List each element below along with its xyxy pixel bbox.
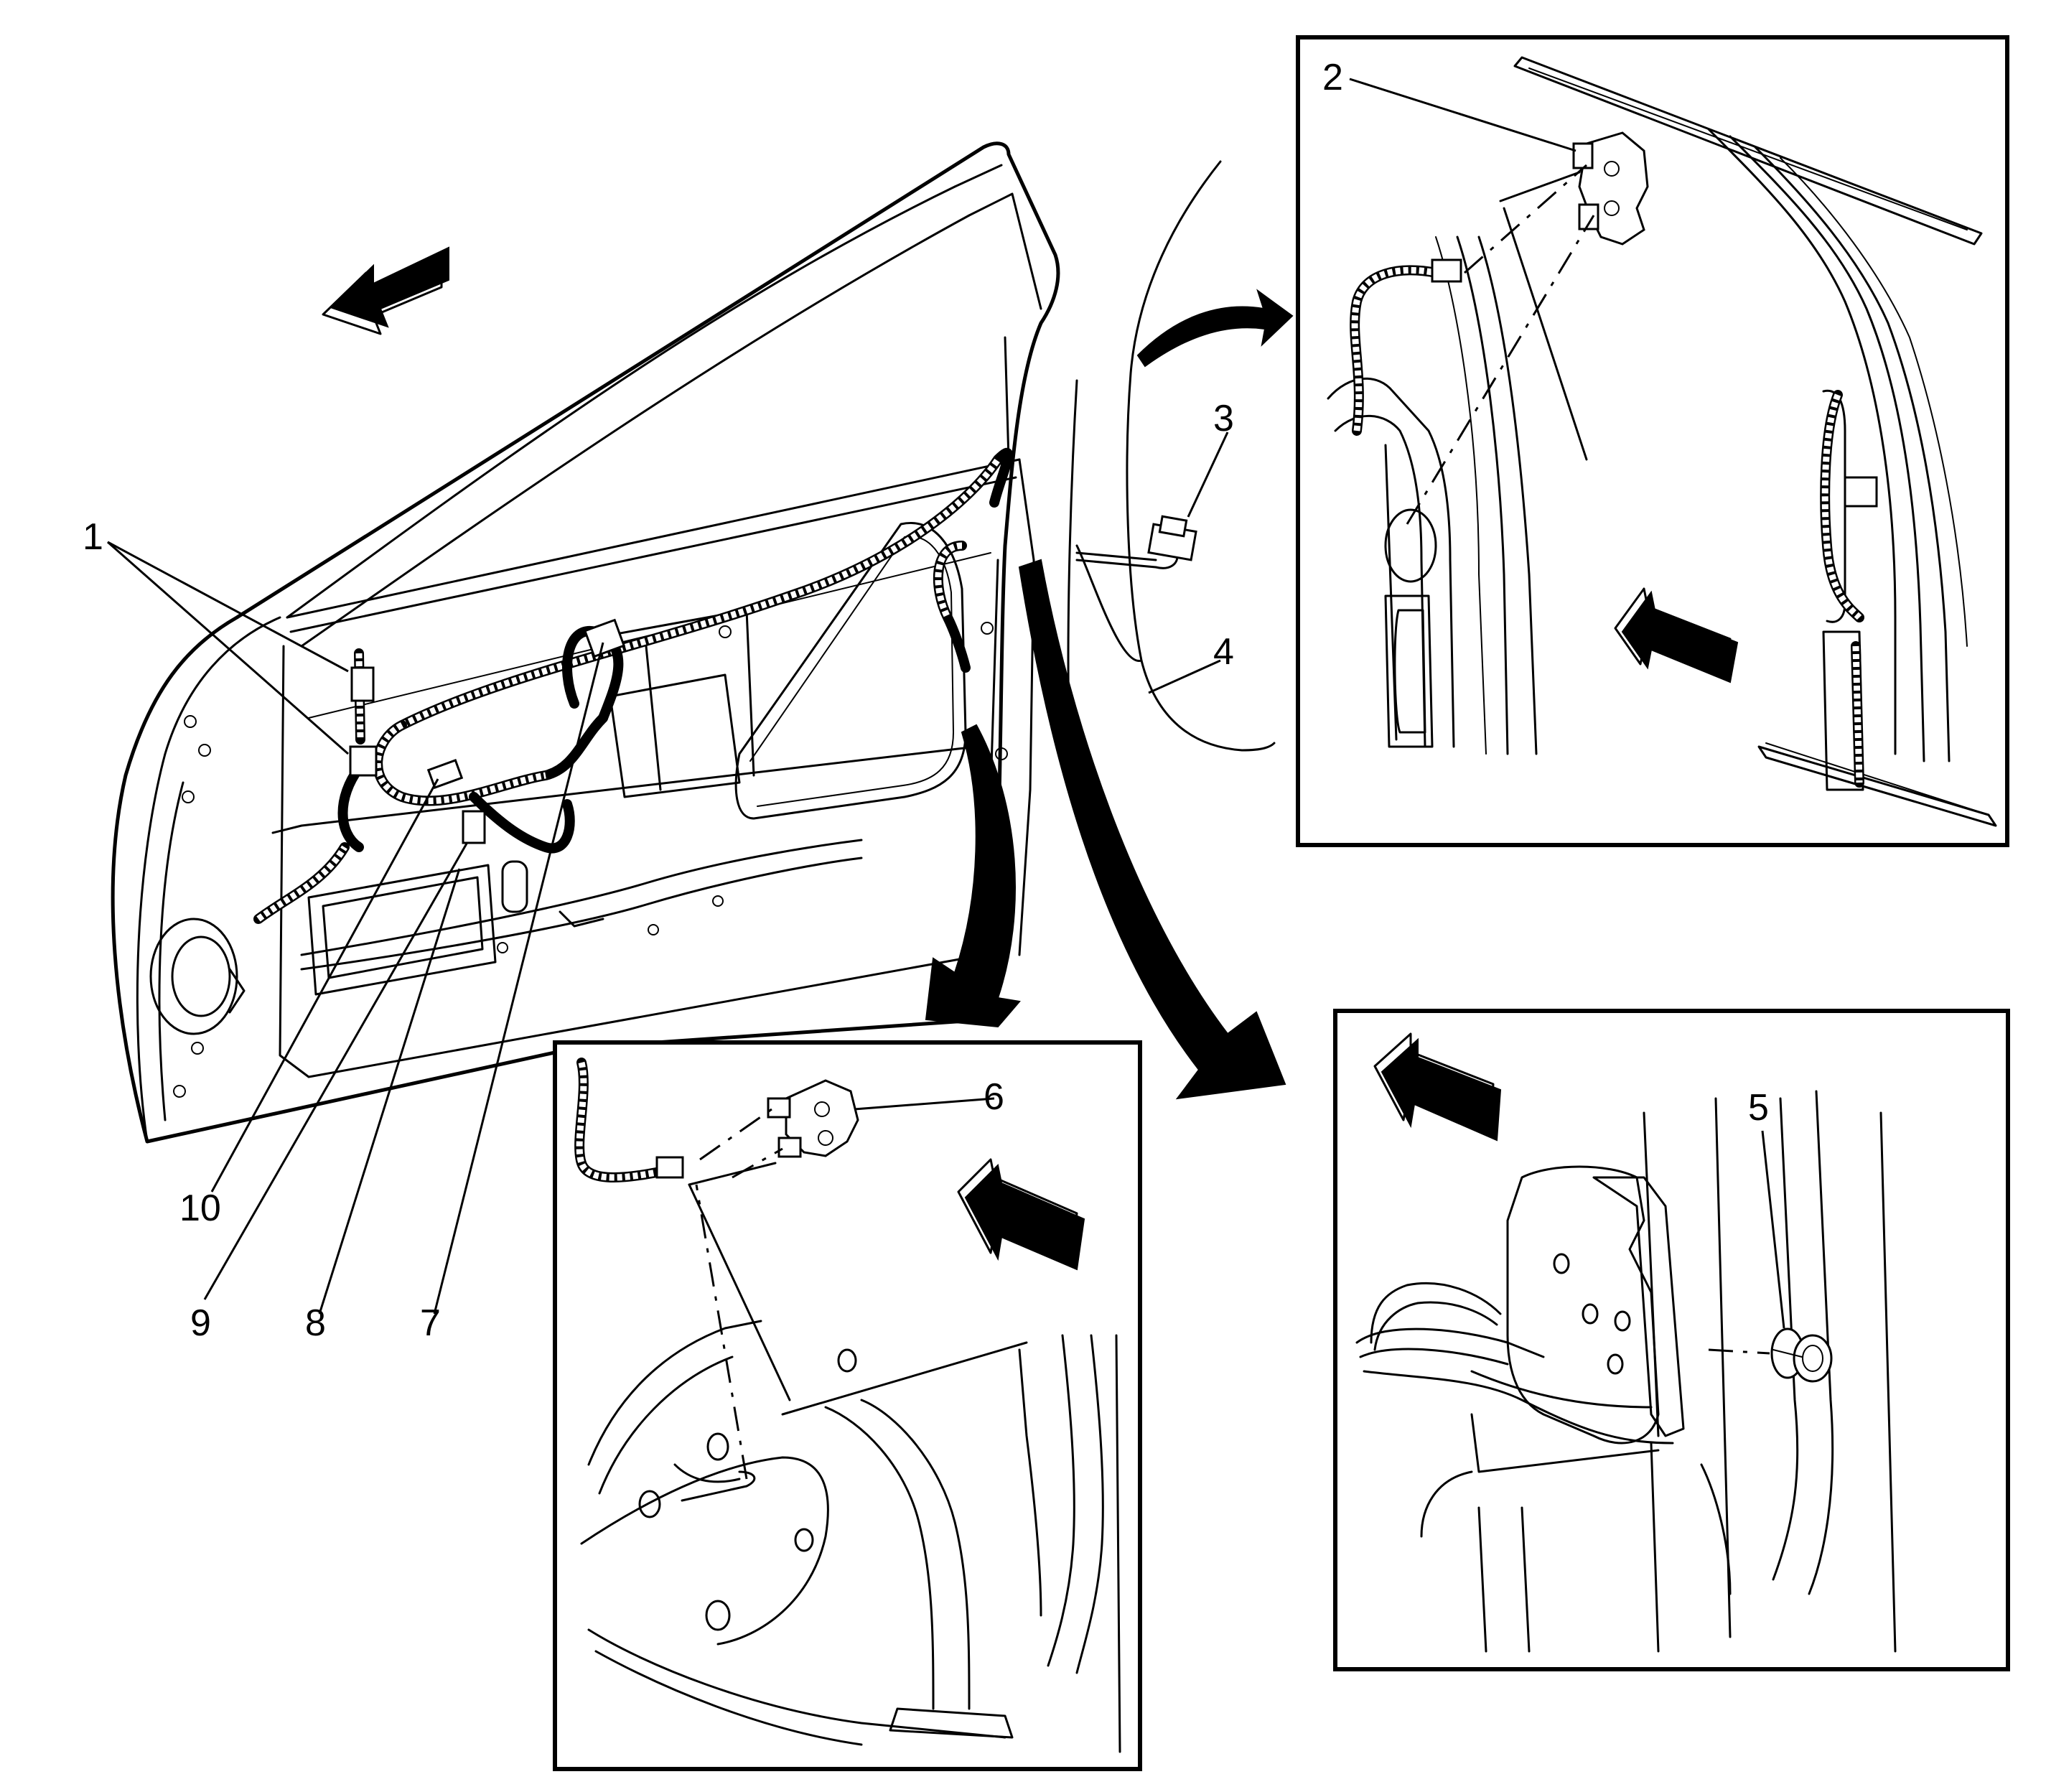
speaker-grille bbox=[307, 864, 497, 996]
inset-bottom-right bbox=[1333, 1009, 2010, 1671]
view-direction-arrow-main bbox=[322, 246, 449, 335]
callout-10: 10 bbox=[179, 1187, 221, 1229]
inset-top-right bbox=[1296, 35, 2009, 847]
pointer-arrows bbox=[925, 289, 1294, 1100]
callout-labels: 1 2 3 4 5 6 7 8 9 10 bbox=[83, 57, 1769, 1344]
callout-leaders bbox=[107, 78, 1785, 1329]
callout-3: 3 bbox=[1213, 398, 1234, 439]
view-direction-arrow-inset-3 bbox=[1373, 1032, 1502, 1142]
inset-bottom-center bbox=[553, 1040, 1142, 1771]
callout-7: 7 bbox=[420, 1302, 441, 1344]
view-direction-arrow-inset-2 bbox=[957, 1158, 1085, 1271]
door-main-view bbox=[111, 141, 1060, 1144]
door-panel-holes bbox=[173, 622, 1008, 1098]
sensor-pin-5 bbox=[1770, 1327, 1833, 1383]
view-direction-arrow-inset-1 bbox=[1614, 587, 1739, 683]
callout-2: 2 bbox=[1322, 57, 1343, 98]
sensor-2 bbox=[1572, 131, 1649, 246]
callout-1: 1 bbox=[83, 516, 103, 558]
callout-5: 5 bbox=[1748, 1087, 1769, 1129]
callout-8: 8 bbox=[305, 1302, 326, 1344]
callout-6: 6 bbox=[984, 1076, 1004, 1118]
b-pillar-outline bbox=[1067, 160, 1276, 752]
sensor-6 bbox=[767, 1079, 859, 1158]
callout-9: 9 bbox=[190, 1302, 211, 1344]
callout-4: 4 bbox=[1213, 631, 1234, 673]
